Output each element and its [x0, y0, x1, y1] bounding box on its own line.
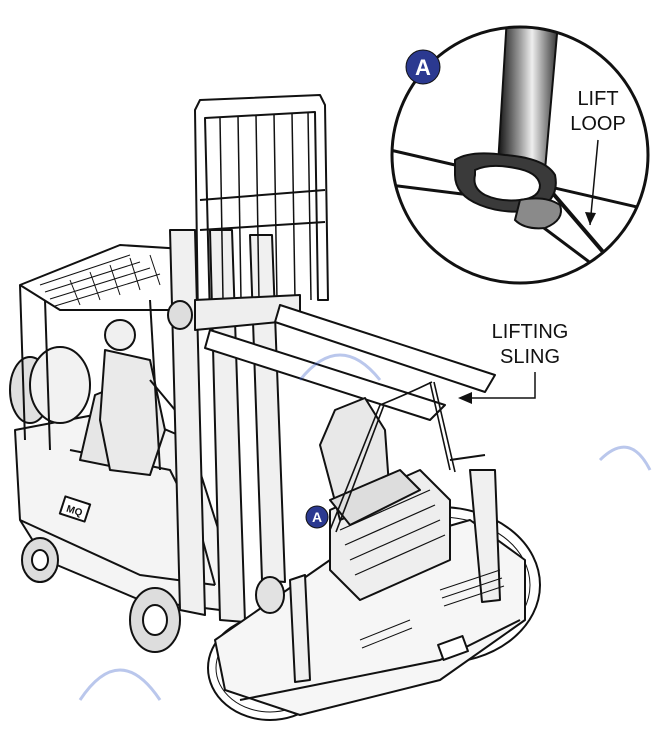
- forklift-logo-text: MQ: [65, 504, 84, 520]
- watermark-decoration: [78, 353, 652, 701]
- lifting-sling: [329, 381, 456, 533]
- operator-figure: [99, 319, 176, 476]
- lift-loop-label-line2: LOOP: [570, 113, 626, 135]
- callout-a-main-letter: A: [312, 509, 322, 525]
- lift-loop-label-line1: LIFT: [577, 88, 618, 110]
- callout-a-detail: A: [405, 49, 441, 85]
- detail-magnifier: LIFT LOOP: [390, 25, 650, 285]
- callout-a-detail-letter: A: [415, 55, 431, 80]
- forklift: [9, 94, 496, 653]
- lifting-sling-callout: LIFTING SLING: [458, 321, 568, 404]
- lifting-sling-label-line1: LIFTING: [492, 321, 569, 343]
- lifting-sling-label-line2: SLING: [500, 346, 560, 368]
- callout-a-main: A: [305, 505, 329, 529]
- ride-on-trowel: [207, 397, 541, 721]
